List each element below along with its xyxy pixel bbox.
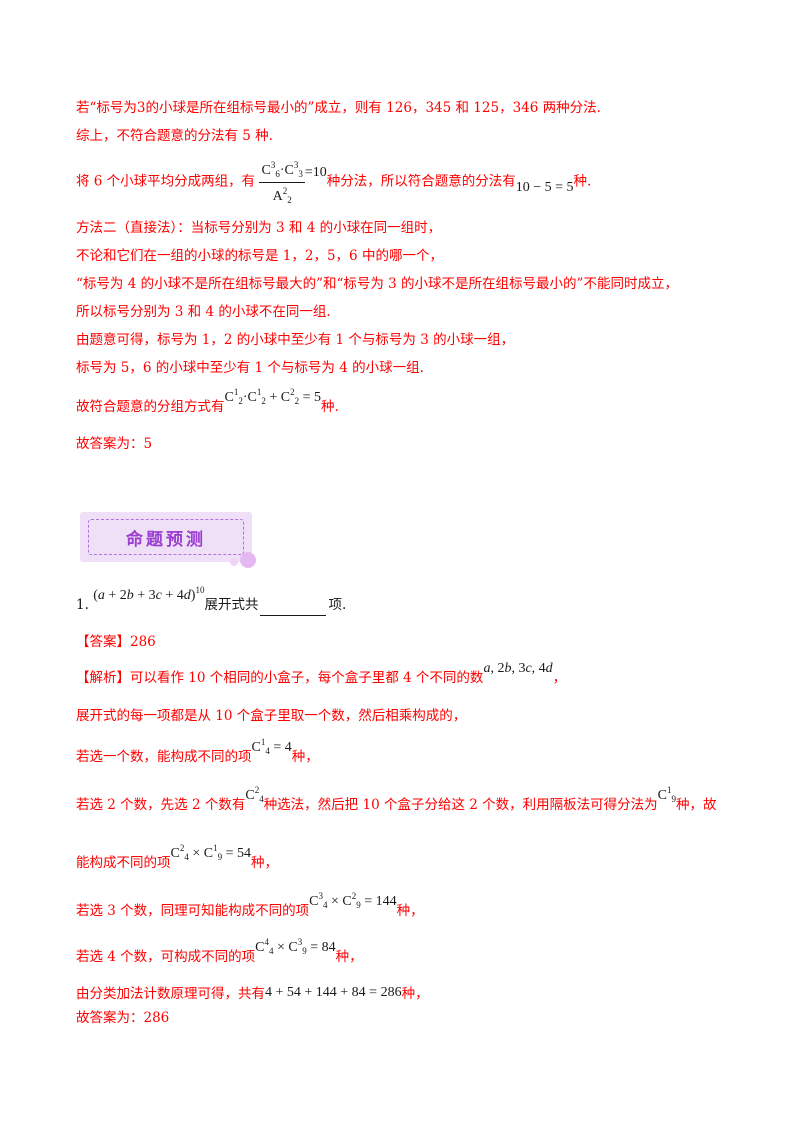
text: 能构成不同的项 <box>76 855 171 871</box>
text: 展开式共 <box>204 597 259 613</box>
line-method2-any: 不论和它们在一组的小球的标号是 1，2，5，6 中的哪一个， <box>76 248 443 264</box>
question-number: 1. <box>76 597 89 613</box>
text: ， <box>552 670 567 686</box>
formula-c41: C14 = 4 <box>251 737 292 756</box>
analysis-total: 由分类加法计数原理可得，共有4 + 54 + 144 + 84 = 286种， <box>76 984 429 1005</box>
text: 故符合题意的分组方式有 <box>76 399 225 415</box>
formula-sum: 4 + 54 + 144 + 84 = 286 <box>265 985 402 1000</box>
text: 种， <box>401 986 429 1002</box>
analysis-intro: 【解析】可以看作 10 个相同的小盒子，每个盒子里都 4 个不同的数a, 2b,… <box>76 661 567 689</box>
text: 【解析】可以看作 10 个相同的小盒子，每个盒子里都 4 个不同的数 <box>76 670 484 686</box>
text: 种， <box>250 855 278 871</box>
banner-title: 命题预测 <box>126 529 206 550</box>
text: 种选法，然后把 10 个盒子分给这 2 个数，利用隔板法可得分法为 <box>263 797 658 813</box>
line-method2-count: 故符合题意的分组方式有C12·C12 + C22 = 5种. <box>76 387 339 421</box>
text: 由分类加法计数原理可得，共有 <box>76 986 265 1002</box>
question-1: 1. (a + 2b + 3c + 4d)10展开式共 项. <box>76 585 347 616</box>
answer-line: 【答案】286 <box>76 634 156 650</box>
formula-count: C12·C12 + C22 = 5 <box>224 387 321 406</box>
formula-numbers: a, 2b, 3c, 4d <box>483 661 553 676</box>
formula-difference: 10 − 5 = 5 <box>515 179 574 195</box>
text: 若选 4 个数，可构成不同的项 <box>76 949 256 965</box>
text: 种. <box>320 399 339 415</box>
analysis-two-numbers-result: 能构成不同的项C24 × C19 = 54种， <box>76 843 278 877</box>
analysis-three-numbers: 若选 3 个数，同理可知能构成不同的项C34 × C29 = 144种， <box>76 891 424 925</box>
line-total-groupings: 将 6 个小球平均分成两组，有 C36·C33 A22 =10 种分法，所以符合… <box>76 158 592 205</box>
analysis-four-numbers: 若选 4 个数，可构成不同的项C44 × C39 = 84种， <box>76 937 363 971</box>
text: 若选 2 个数，先选 2 个数有 <box>76 797 246 813</box>
text: 种，故 <box>675 797 717 813</box>
analysis-two-numbers: 若选 2 个数，先选 2 个数有C24种选法，然后把 10 个盒子分给这 2 个… <box>76 785 717 819</box>
analysis-line-each-term: 展开式的每一项都是从 10 个盒子里取一个数，然后相乘构成的， <box>76 708 467 724</box>
banner-background <box>80 512 252 562</box>
text: 种分法，所以符合题意的分法有 <box>326 173 516 190</box>
formula-c43-c92: C34 × C29 = 144 <box>309 891 397 910</box>
formula-c42: C24 <box>245 785 264 804</box>
formula-c91: C19 <box>657 785 676 804</box>
text: 种， <box>335 949 363 965</box>
analysis-one-number: 若选一个数，能构成不同的项C14 = 4种， <box>76 737 319 771</box>
line-summary: 综上，不符合题意的分法有 5 种. <box>76 128 273 144</box>
line-final-answer: 故答案为：5 <box>76 436 153 452</box>
formula-c44-c93: C44 × C39 = 84 <box>255 937 336 956</box>
line-method2-group3: 由题意可得，标号为 1，2 的小球中至少有 1 个与标号为 3 的小球一组， <box>76 332 515 348</box>
banner-decoration-dot <box>240 552 256 568</box>
formula-fraction: C36·C33 A22 =10 <box>259 160 327 205</box>
text: 项. <box>328 597 347 613</box>
banner-frame: 命题预测 <box>88 519 244 555</box>
line-method2-conclusion: 所以标号分别为 3 和 4 的小球不在同一组. <box>76 304 331 320</box>
text: 将 6 个小球平均分成两组，有 <box>76 173 256 190</box>
answer-blank[interactable] <box>260 601 327 616</box>
analysis-final-answer: 故答案为：286 <box>76 1010 170 1026</box>
formula-c42-c91: C24 × C19 = 54 <box>170 843 251 862</box>
text: 种. <box>573 173 592 190</box>
text: 若选一个数，能构成不同的项 <box>76 749 252 765</box>
line-method2-group4: 标号为 5，6 的小球中至少有 1 个与标号为 4 的小球一组. <box>76 360 424 376</box>
line-method2-contradiction: “标号为 4 的小球不是所在组标号最大的”和“标号为 3 的小球不是所在组标号最… <box>76 276 678 292</box>
text: 种， <box>396 903 424 919</box>
text: 若选 3 个数，同理可知能构成不同的项 <box>76 903 310 919</box>
banner-decoration-dot-small <box>230 558 238 566</box>
text: 种， <box>291 749 319 765</box>
line-method2-intro: 方法二（直接法）：当标号分别为 3 和 4 的小球在同一组时， <box>76 220 442 236</box>
section-banner: 命题预测 <box>80 512 260 568</box>
line-method1-case: 若“标号为3的小球是所在组标号最小的”成立，则有 126，345 和 125，3… <box>76 100 601 116</box>
formula-expansion: (a + 2b + 3c + 4d)10 <box>93 585 205 603</box>
